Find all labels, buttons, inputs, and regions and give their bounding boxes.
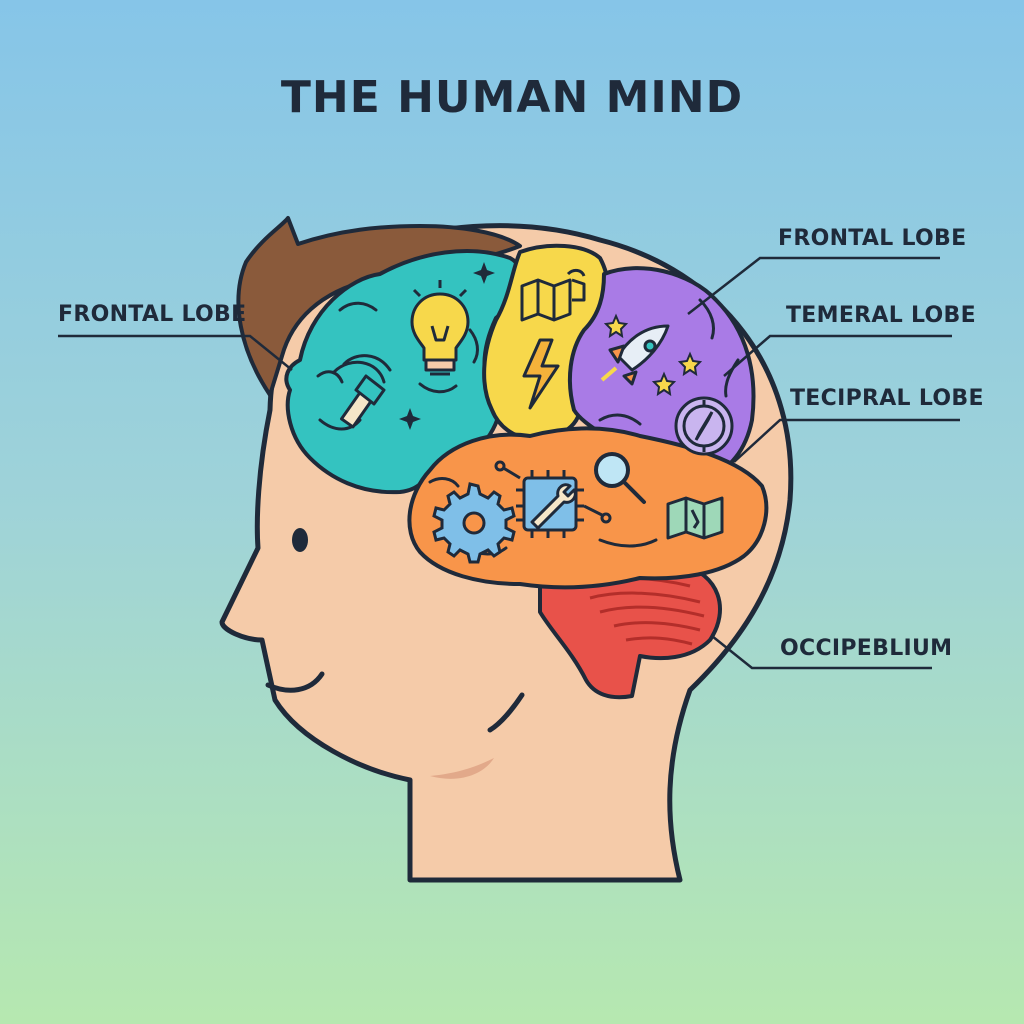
leader-tecipral	[733, 418, 960, 463]
label-right-frontal-lobe: FRONTAL LOBE	[778, 226, 967, 251]
leader-temeral	[723, 334, 952, 377]
label-occipeblium: OCCIPEBLIUM	[780, 636, 953, 661]
star-icon	[603, 313, 703, 397]
paintbrush-icon	[332, 354, 392, 429]
neck-shadow	[430, 758, 494, 779]
magnifier-icon	[594, 452, 646, 504]
ear	[487, 692, 525, 733]
sparkle-icon	[399, 262, 495, 430]
leader-lines	[58, 256, 960, 670]
label-tecipral-lobe: TECIPRAL LOBE	[790, 386, 984, 411]
smile	[265, 671, 325, 693]
rocket-icon	[600, 324, 670, 386]
label-left-frontal-lobe: FRONTAL LOBE	[58, 302, 247, 327]
lightning-icon	[522, 338, 560, 410]
map-icon	[520, 268, 586, 322]
page-title: THE HUMAN MIND	[280, 72, 744, 123]
leader-occipeblium	[711, 635, 932, 670]
leader-right-frontal	[687, 256, 940, 315]
gear-icon	[432, 482, 516, 564]
map-icon-orange	[666, 496, 724, 540]
lightbulb-icon	[410, 280, 470, 376]
compass-icon	[674, 396, 734, 456]
eye	[292, 528, 308, 552]
microchip-wrench-icon	[494, 460, 612, 538]
label-temeral-lobe: TEMERAL LOBE	[786, 303, 976, 328]
leader-left-frontal	[58, 334, 293, 371]
